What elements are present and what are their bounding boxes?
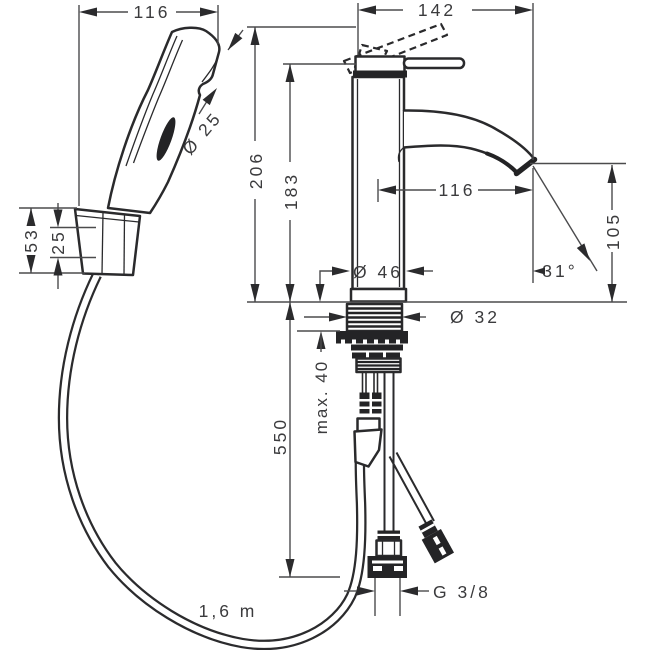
spray-face-line-1 [125,35,178,167]
mounting-nut [336,331,408,344]
head-band [353,70,407,78]
shower-holder [73,207,142,277]
g38-connector [367,530,407,578]
label-body-diameter: Ø 46 [353,262,403,282]
supply-hose-diagonal [388,452,455,564]
supply-hose-connector [418,519,455,564]
dim-holder-spacing: 25 [48,203,96,289]
nozzle-seam-line [201,56,219,83]
dim-body-height: 183 [281,63,356,302]
dim-body-diameter: Ø 46 [315,262,433,302]
spray-face-line-2 [132,39,184,164]
dim-total-height: 206 [246,26,356,302]
spout [397,109,538,177]
hand-shower-body [106,26,221,215]
dim-handshower-width: 116 [78,2,219,206]
label-below-deck-length: 550 [270,417,290,455]
label-hose-length: 1,6 m [199,601,258,621]
label-outlet-height: 105 [603,212,623,250]
label-body-height: 183 [281,172,301,210]
faucet [342,22,538,303]
dim-below-deck-length: 550 [270,302,340,578]
label-handshower-width: 116 [134,2,171,22]
dim-connection-thread: G 3/8 [344,578,491,616]
label-holder-spacing: 25 [48,229,68,254]
lever-raised-dashed [342,22,449,75]
mounting-hardware [336,302,455,578]
dim-faucet-width: 142 [357,0,534,160]
dimension-lines: 116 142 Ø 25 53 [19,0,627,621]
dim-outlet-height: 105 [530,162,626,302]
cartridge-head [354,55,406,74]
label-holder-height: 53 [21,227,41,252]
label-connection-thread: G 3/8 [433,582,491,602]
supply-pipe [383,372,395,531]
dim-spray-angle: 31° [532,165,598,283]
shower-hose-connection [353,372,383,468]
control-lens [156,117,176,161]
lever-handle [402,57,466,70]
base-flange [349,287,408,303]
dim-max-thickness: max. 40 [297,330,340,434]
label-total-height: 206 [246,151,266,189]
dim-holder-height: 53 [19,207,85,274]
label-max-thickness: max. 40 [312,360,331,434]
fixing-set [351,344,403,359]
dim-shank-diameter: Ø 32 [304,307,500,327]
label-faucet-width: 142 [418,0,456,20]
label-spout-reach: 116 [439,180,476,200]
hand-shower [106,26,221,215]
label-shank-diameter: Ø 32 [450,307,500,327]
dim-spout-reach: 116 [377,179,533,202]
label-spray-angle: 31° [542,261,577,281]
shower-hose-loop [57,272,367,650]
